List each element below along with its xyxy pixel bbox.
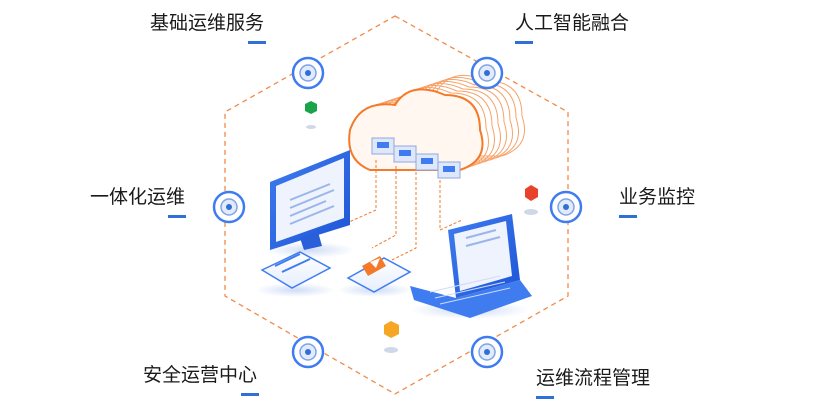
label-text: 一体化运维 bbox=[90, 186, 186, 208]
cube-icon bbox=[305, 101, 317, 129]
label-sec-ops: 安全运营中心 bbox=[143, 360, 259, 396]
hexagon-outline bbox=[224, 15, 569, 395]
node-icon bbox=[291, 335, 325, 369]
cloud-icon bbox=[348, 74, 525, 179]
cube-icon bbox=[384, 321, 399, 353]
label-unified-ops: 一体化运维 bbox=[90, 182, 186, 218]
label-text: 运维流程管理 bbox=[536, 367, 651, 389]
monitor-icon bbox=[265, 150, 355, 258]
label-process-mgmt: 运维流程管理 bbox=[536, 363, 651, 399]
label-text: 业务监控 bbox=[619, 186, 696, 208]
label-ai: 人工智能融合 bbox=[515, 8, 630, 44]
node-icon bbox=[291, 56, 325, 90]
label-underline bbox=[241, 393, 259, 396]
label-basic-ops: 基础运维服务 bbox=[150, 8, 266, 44]
connector-lines bbox=[339, 160, 463, 261]
label-underline bbox=[619, 215, 637, 218]
label-text: 人工智能融合 bbox=[515, 12, 630, 34]
label-text: 基础运维服务 bbox=[150, 12, 265, 34]
document-icon bbox=[255, 251, 335, 297]
label-underline bbox=[515, 41, 533, 44]
laptop-icon bbox=[410, 214, 532, 319]
label-underline bbox=[536, 396, 554, 399]
label-monitor: 业务监控 bbox=[619, 182, 696, 218]
label-text: 安全运营中心 bbox=[143, 364, 258, 386]
label-underline bbox=[248, 41, 266, 44]
tablet-icon bbox=[337, 256, 413, 297]
node-icon bbox=[470, 335, 504, 369]
label-underline bbox=[168, 215, 186, 218]
node-icon bbox=[212, 190, 246, 224]
node-icon bbox=[549, 190, 583, 224]
cube-icon bbox=[524, 185, 538, 215]
node-icon bbox=[470, 56, 504, 90]
